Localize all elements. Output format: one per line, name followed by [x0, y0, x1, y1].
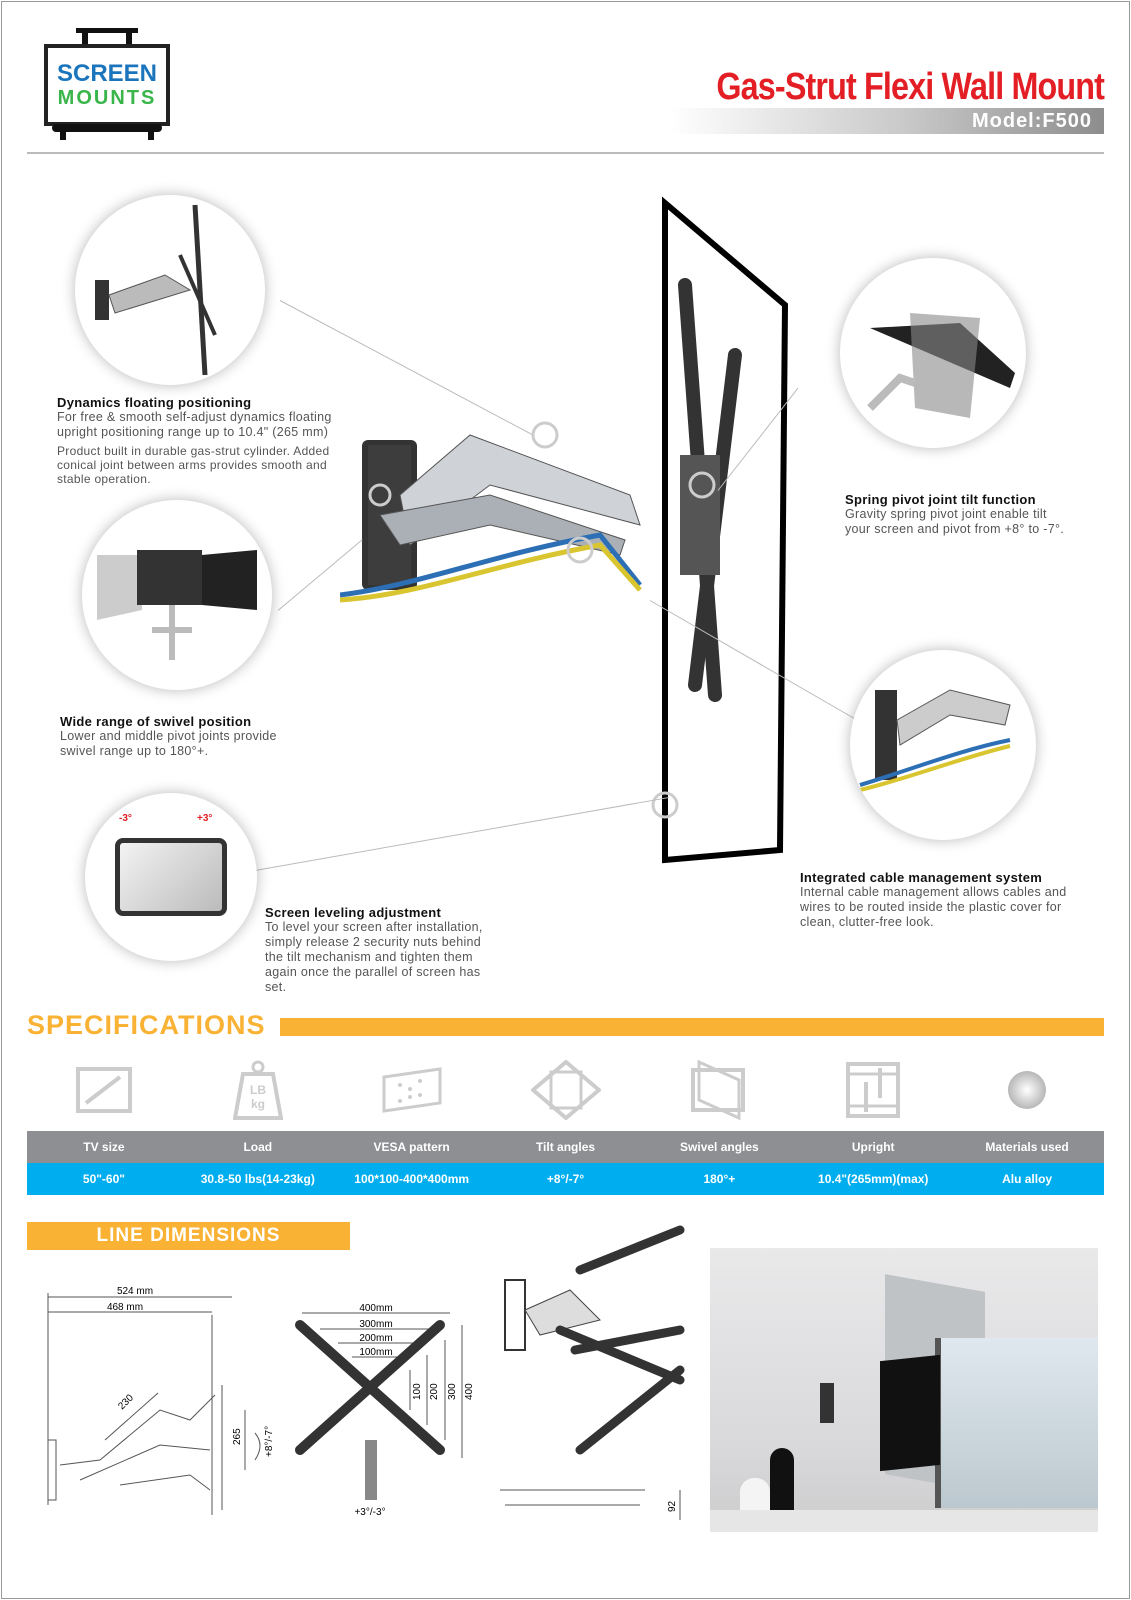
weight-icon-kg: kg — [251, 1097, 265, 1111]
spec-value: 180°+ — [703, 1172, 736, 1186]
feature-image-cable — [850, 650, 1036, 840]
dim-300mm: 300mm — [359, 1319, 392, 1330]
spec-header: Load — [243, 1140, 273, 1154]
feature-text: Internal cable management allows cables … — [800, 885, 1067, 929]
dim-230: 230 — [116, 1392, 136, 1412]
dim-v400: 400 — [464, 1383, 475, 1400]
wall-mount-product-image — [340, 196, 789, 864]
side-dimension-drawing: 524 mm 468 mm 230 265 +8°/-7° — [47, 1286, 275, 1515]
specifications-bar — [280, 1018, 1104, 1036]
weight-icon-lb: LB — [250, 1083, 266, 1097]
dim-400mm: 400mm — [359, 1303, 392, 1314]
dim-92: 92 — [667, 1500, 678, 1512]
spec-value: 100*100-400*400mm — [354, 1172, 470, 1186]
feature-text: For free & smooth self-adjust dynamics f… — [57, 410, 332, 439]
spec-header: Materials used — [985, 1140, 1069, 1154]
dim-468: 468 mm — [107, 1302, 143, 1313]
spec-header: Swivel angles — [680, 1140, 759, 1154]
spec-header: VESA pattern — [373, 1140, 450, 1154]
logo-text-mounts: MOUNTS — [57, 87, 157, 109]
feature-swivel: Wide range of swivel position Lower and … — [60, 714, 290, 759]
dim-v300: 300 — [447, 1383, 458, 1400]
dim-level: +3°/-3° — [354, 1507, 385, 1518]
feature-text: Gravity spring pivot joint enable tilt y… — [845, 507, 1065, 536]
feature-title: Integrated cable management system — [800, 870, 1043, 885]
vesa-icon — [335, 1055, 489, 1125]
feature-title: Wide range of swivel position — [60, 714, 252, 729]
feature-title: Spring pivot joint tilt function — [845, 492, 1036, 507]
specifications-heading: SPECIFICATIONS — [27, 1010, 266, 1040]
feature-cable: Integrated cable management system Inter… — [800, 870, 1070, 930]
spec-value: 10.4"(265mm)(max) — [818, 1172, 929, 1186]
tilt-left-label: -3° — [119, 813, 132, 824]
spec-header: TV size — [83, 1140, 125, 1154]
feature-image-swivel — [82, 500, 272, 690]
feature-text: Lower and middle pivot joints provide sw… — [60, 729, 277, 758]
dim-v100: 100 — [412, 1383, 423, 1400]
spec-value: +8°/-7° — [546, 1172, 585, 1186]
spec-value: Alu alloy — [1002, 1172, 1053, 1186]
spec-header: Tilt angles — [535, 1140, 596, 1154]
spec-value: 50"-60" — [82, 1172, 125, 1186]
feature-tilt: Spring pivot joint tilt function Gravity… — [845, 492, 1065, 537]
spec-header-row: TV size Load VESA pattern Tilt angles Sw… — [27, 1131, 1104, 1163]
feature-leveling: Screen leveling adjustment To level your… — [265, 905, 500, 995]
feature-text: To level your screen after installation,… — [265, 920, 483, 994]
feature-floating: Dynamics floating positioning For free &… — [57, 395, 337, 486]
logo-text-screen: SCREEN — [56, 60, 158, 87]
feature-extra-text: Product built in durable gas-strut cylin… — [57, 444, 330, 486]
spec-header: Upright — [851, 1140, 895, 1154]
line-dimensions-heading: LINE DIMENSIONS — [27, 1222, 350, 1250]
page-title: Gas-Strut Flexi Wall Mount — [716, 66, 1105, 108]
feature-image-tilt — [840, 258, 1026, 448]
divider — [27, 152, 1104, 154]
model-label: Model:F500 — [971, 110, 1092, 132]
vesa-dimension-drawing: 400mm 300mm 200mm 100mm 100 200 300 400 … — [295, 1303, 475, 1518]
dim-100mm: 100mm — [359, 1347, 392, 1358]
dim-v200: 200 — [429, 1383, 440, 1400]
dim-524: 524 mm — [117, 1286, 153, 1297]
model-bar: Model:F500 — [670, 108, 1104, 134]
dim-tilt: +8°/-7° — [264, 1426, 275, 1457]
room-photo — [710, 1248, 1098, 1532]
tv-size-icon — [27, 1055, 181, 1125]
isometric-drawing: 92 — [500, 1225, 685, 1520]
feature-image-leveling: -3° +3° — [85, 793, 257, 961]
spec-value-row: 50"-60" 30.8-50 lbs(14-23kg) 100*100-400… — [27, 1163, 1104, 1195]
spec-value: 30.8-50 lbs(14-23kg) — [200, 1172, 315, 1186]
swivel-icon — [642, 1055, 796, 1125]
dim-200mm: 200mm — [359, 1333, 392, 1344]
material-icon — [950, 1055, 1104, 1125]
tilt-icon — [489, 1055, 643, 1125]
feature-image-floating — [75, 195, 265, 385]
feature-title: Screen leveling adjustment — [265, 905, 442, 920]
tilt-right-label: +3° — [197, 813, 213, 824]
dim-265: 265 — [232, 1428, 243, 1445]
feature-title: Dynamics floating positioning — [57, 395, 252, 410]
upright-icon — [796, 1055, 950, 1125]
